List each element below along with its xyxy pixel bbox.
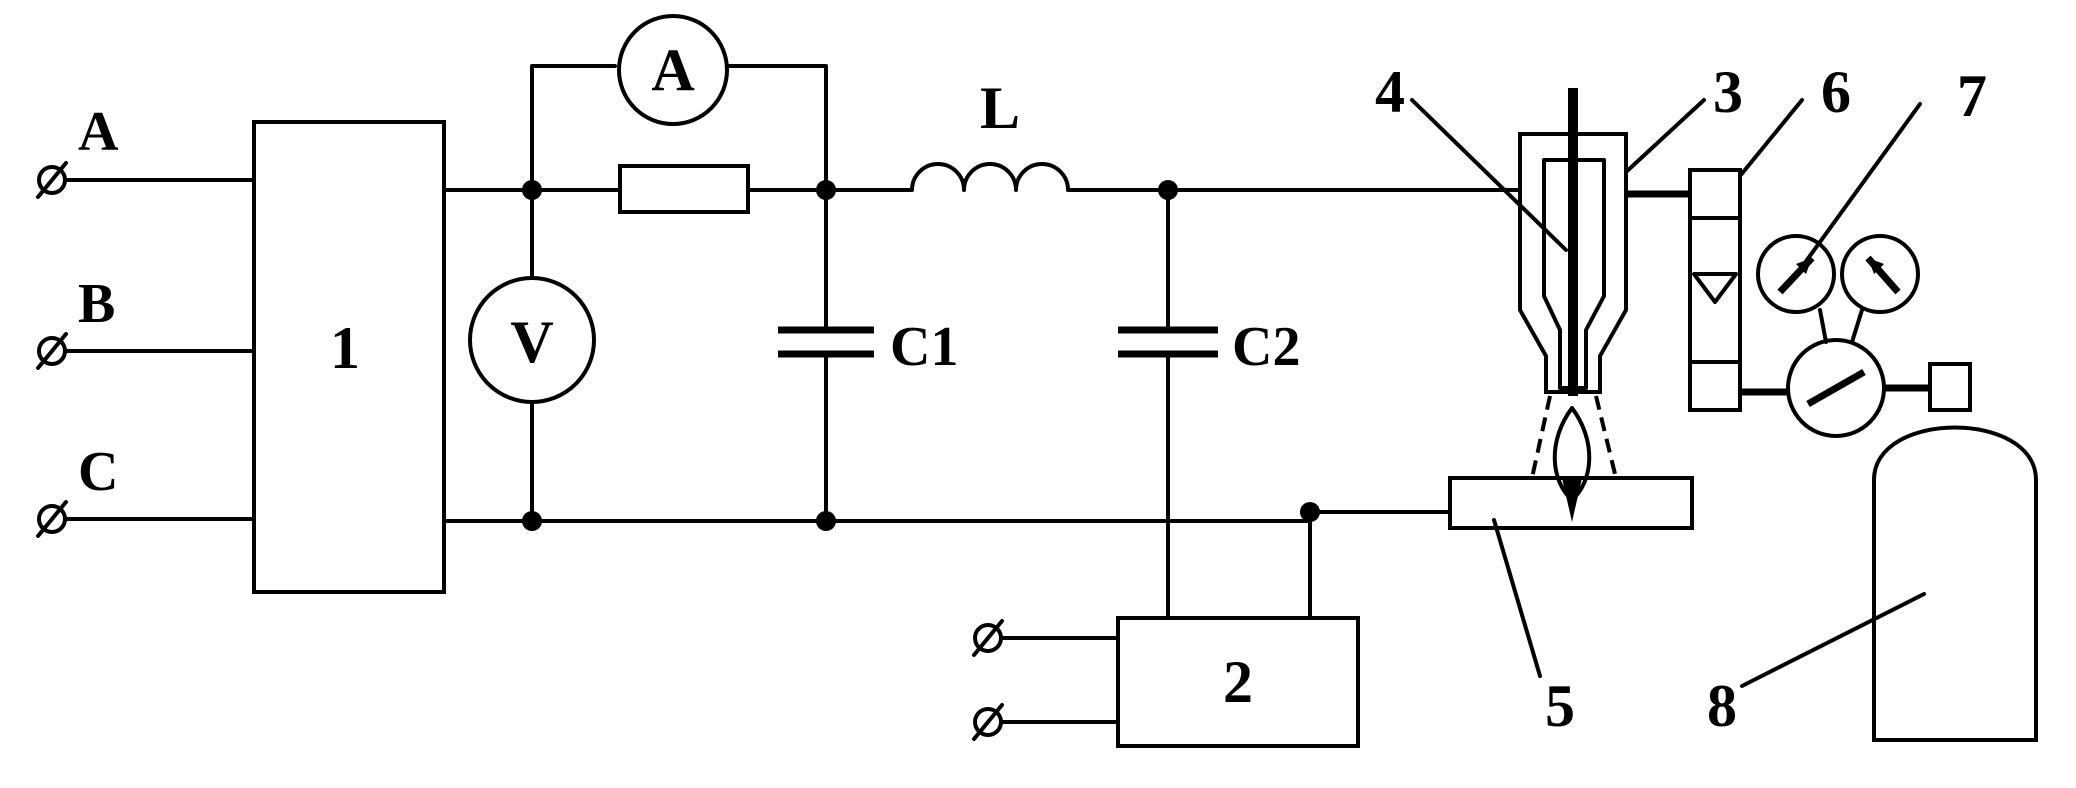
- ammeter-label: A: [651, 37, 694, 103]
- input-terminal-a: [36, 161, 256, 199]
- ignition-terminal-bottom: [972, 703, 1120, 741]
- gas-shield-right: [1594, 395, 1618, 479]
- callout-line-3: [1624, 98, 1706, 174]
- callout-line-6: [1738, 98, 1804, 178]
- ammeter-wire-left: [530, 64, 617, 192]
- ignition-terminal-top: [972, 619, 1120, 657]
- callout-line-7: [1802, 102, 1922, 266]
- callout-label-4: 4: [1375, 59, 1405, 125]
- welding-arc: [1552, 406, 1592, 502]
- input-terminal-b: [36, 332, 256, 370]
- callout-line-4: [1410, 98, 1568, 252]
- junction-dot: [1158, 180, 1178, 200]
- shunt-resistor: [618, 164, 750, 214]
- gas-cylinder: [1872, 362, 2038, 742]
- pressure-reducer: [1756, 234, 1920, 438]
- ammeter-symbol: [617, 14, 729, 126]
- callout-label-7: 7: [1957, 63, 1987, 129]
- callout-label-8: 8: [1707, 673, 1737, 739]
- phase-label-c: C: [78, 441, 118, 503]
- input-terminal-c: [36, 500, 256, 538]
- ignition-block: [1116, 616, 1360, 748]
- junction-dot: [522, 511, 542, 531]
- c1-label: C1: [890, 316, 958, 378]
- gas-shield-left: [1530, 395, 1552, 479]
- junction-dot: [816, 180, 836, 200]
- c2-label: C2: [1232, 316, 1300, 378]
- voltmeter-symbol: [468, 276, 596, 404]
- junction-dot: [816, 511, 836, 531]
- voltmeter-label: V: [510, 309, 553, 375]
- inductor-label: L: [980, 75, 1020, 141]
- callout-label-3: 3: [1713, 59, 1743, 125]
- rectifier-block: [252, 120, 446, 594]
- phase-label-b: B: [78, 273, 115, 335]
- phase-label-a: A: [78, 101, 119, 163]
- callout-line-8: [1740, 592, 1926, 688]
- callout-label-6: 6: [1821, 59, 1851, 125]
- junction-dot: [522, 180, 542, 200]
- callout-label-5: 5: [1545, 673, 1575, 739]
- callout-line-5: [1492, 518, 1542, 678]
- ignition-label: 2: [1223, 649, 1253, 715]
- flowmeter: [1688, 168, 1742, 412]
- ammeter-wire-right: [725, 64, 828, 192]
- inductor-coil: [904, 162, 1170, 192]
- rectifier-label: 1: [330, 315, 360, 381]
